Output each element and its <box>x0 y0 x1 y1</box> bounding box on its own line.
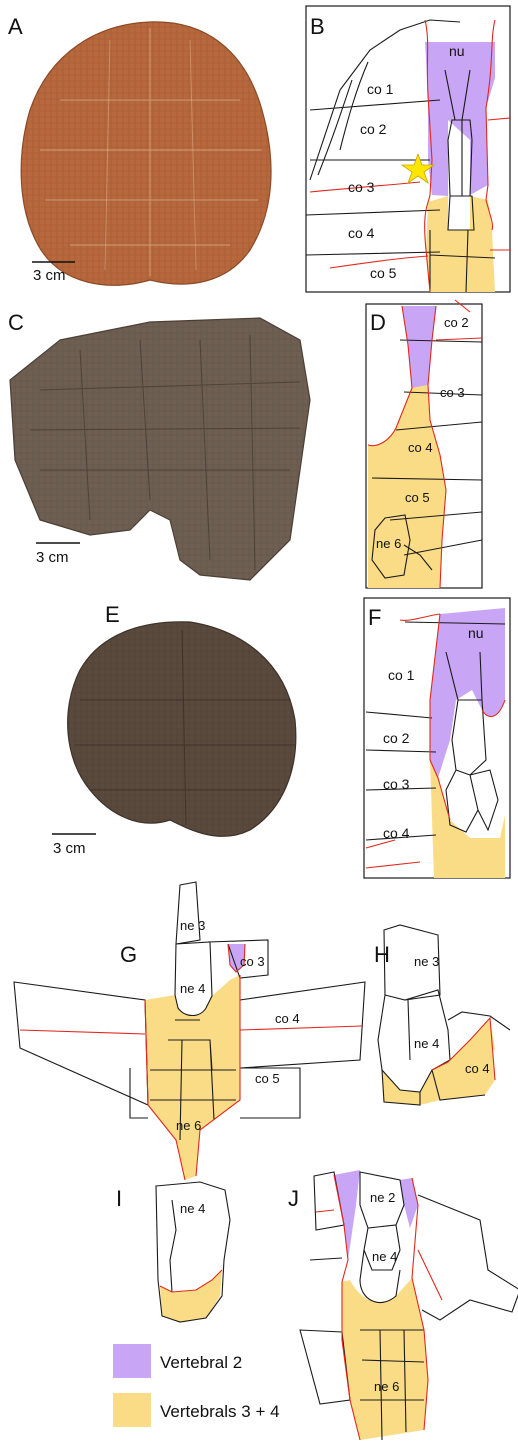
label-ne4-j: ne 4 <box>372 1249 397 1264</box>
scale-label-a: 3 cm <box>33 267 66 284</box>
panel-b: B nu co 1 co 2 co 3 co 4 co 5 <box>306 6 510 292</box>
label-ne6-j: ne 6 <box>374 1379 399 1394</box>
panel-i: I ne 4 <box>116 1182 230 1322</box>
label-co5-d: co 5 <box>405 490 430 505</box>
label-co4-h: co 4 <box>465 1061 490 1076</box>
label-co3-d: co 3 <box>440 385 465 400</box>
panel-a: A 3 cm <box>8 14 271 285</box>
label-ne6-d: ne 6 <box>376 536 401 551</box>
legend-label-vertebral-2: Vertebral 2 <box>160 1353 242 1372</box>
label-ne4-h: ne 4 <box>414 1036 439 1051</box>
vertebrals-3-4-region-i <box>160 1270 222 1322</box>
label-co1-f: co 1 <box>388 667 415 683</box>
label-co3-f: co 3 <box>383 776 410 792</box>
panel-letter-i: I <box>116 1186 122 1211</box>
panel-letter-c: C <box>8 310 24 335</box>
label-co2-b: co 2 <box>360 121 387 137</box>
panel-h: H ne 3 ne 4 co 4 <box>374 925 510 1105</box>
label-ne6-g: ne 6 <box>176 1118 201 1133</box>
legend-label-vertebrals-3-4: Vertebrals 3 + 4 <box>160 1402 280 1421</box>
panel-letter-g: G <box>120 942 137 967</box>
label-co4-b: co 4 <box>348 225 375 241</box>
panel-letter-d: D <box>370 310 386 335</box>
label-co4-f: co 4 <box>383 825 410 841</box>
label-nu-b: nu <box>449 43 465 59</box>
panel-e: E 3 cm <box>52 602 296 857</box>
legend-swatch-vertebral-2 <box>113 1344 151 1378</box>
legend: Vertebral 2 Vertebrals 3 + 4 <box>113 1344 280 1427</box>
panel-letter-e: E <box>105 602 120 627</box>
label-ne2-j: ne 2 <box>370 1190 395 1205</box>
label-co4-d: co 4 <box>408 440 433 455</box>
label-co5-g: co 5 <box>255 1071 280 1086</box>
label-co3-b: co 3 <box>348 179 375 195</box>
label-ne3-h: ne 3 <box>414 954 439 969</box>
scale-label-e: 3 cm <box>53 840 86 857</box>
scale-label-c: 3 cm <box>36 549 69 566</box>
panel-letter-b: B <box>310 14 325 39</box>
label-co3-g: co 3 <box>240 954 265 969</box>
panel-letter-h: H <box>374 942 390 967</box>
panel-c: C 3 cm <box>8 310 310 580</box>
legend-swatch-vertebrals-3-4 <box>113 1393 151 1427</box>
panel-letter-a: A <box>8 14 23 39</box>
vertebrals-3-4-region-g <box>145 975 240 1180</box>
label-nu-f: nu <box>468 625 484 641</box>
label-co4-g: co 4 <box>275 1011 300 1026</box>
label-co2-d: co 2 <box>444 315 469 330</box>
panel-letter-f: F <box>368 605 381 630</box>
panel-d: D co 2 co 3 co 4 co 5 ne 6 <box>366 300 482 588</box>
label-co1-b: co 1 <box>367 81 394 97</box>
label-co2-f: co 2 <box>383 730 410 746</box>
label-ne4-i: ne 4 <box>180 1201 205 1216</box>
panel-f: F nu co 1 co 2 co 3 co 4 <box>364 598 510 878</box>
panel-g: G ne 3 co 3 ne 4 co 4 co 5 ne 6 <box>14 882 365 1180</box>
panel-j: J ne 2 ne 4 ne 6 <box>288 1170 518 1440</box>
label-ne4-g: ne 4 <box>180 981 205 996</box>
panel-letter-j: J <box>288 1186 299 1211</box>
label-ne3-g: ne 3 <box>180 918 205 933</box>
label-co5-b: co 5 <box>370 265 397 281</box>
